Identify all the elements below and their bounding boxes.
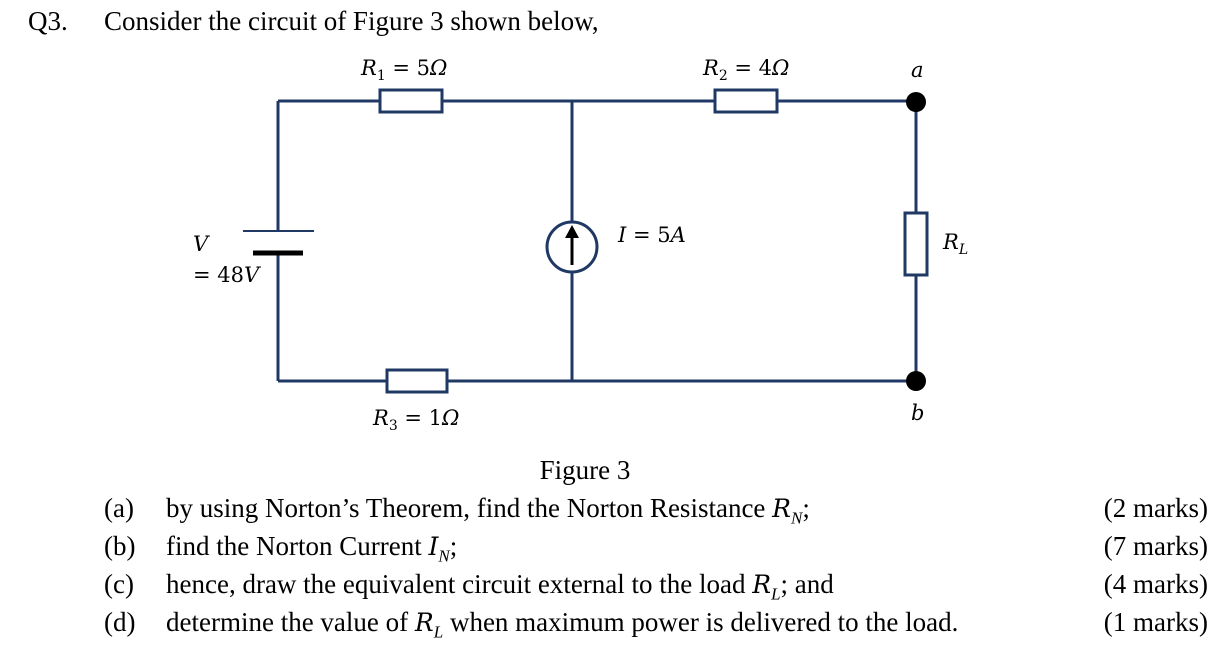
part-marks: (4 marks) <box>1103 569 1208 599</box>
question-intro: Consider the circuit of Figure 3 shown b… <box>104 6 599 36</box>
current-arrow-head <box>565 225 579 238</box>
question-part: (c) hence, draw the equivalent circuit ex… <box>0 569 1222 607</box>
rl-label: RL <box>943 230 969 259</box>
question-number: Q3. <box>28 6 68 36</box>
terminal-b-label: b <box>911 401 925 425</box>
part-text: hence, draw the equivalent circuit exter… <box>166 569 834 604</box>
part-marks: (2 marks) <box>1103 493 1208 523</box>
part-text: find the Norton Current IN; <box>166 531 458 566</box>
resistor-r2 <box>713 88 779 114</box>
r3-label: R3 = 1Ω <box>373 406 460 435</box>
current-source <box>545 220 599 274</box>
part-label: (c) <box>104 569 134 599</box>
resistor-r3 <box>385 368 449 394</box>
part-label: (a) <box>104 493 134 523</box>
part-marks: (7 marks) <box>1103 531 1208 561</box>
terminal-b-dot <box>906 371 926 391</box>
part-label: (d) <box>104 607 136 637</box>
resistor-rl <box>903 211 929 277</box>
part-text: determine the value of RL when maximum p… <box>166 607 959 642</box>
figure-caption: Figure 3 <box>539 455 631 485</box>
part-marks: (1 marks) <box>1103 607 1208 637</box>
terminal-a-label: a <box>911 58 924 82</box>
part-text: by using Norton’s Theorem, find the Nort… <box>166 493 810 528</box>
r1-label: R1 = 5Ω <box>361 56 448 85</box>
current-label: I = 5A <box>618 223 686 247</box>
question-part: (a) by using Norton’s Theorem, find the N… <box>0 493 1222 531</box>
source-label-v: V <box>193 232 209 256</box>
part-label: (b) <box>104 531 136 561</box>
source-label-value: = 48V <box>193 263 260 287</box>
r2-label: R2 = 4Ω <box>703 56 790 85</box>
question-part: (b) find the Norton Current IN; (7 marks) <box>0 531 1222 569</box>
resistor-r1 <box>378 88 444 114</box>
terminal-a-dot <box>906 92 926 112</box>
question-part: (d) determine the value of RL when maximu… <box>0 607 1222 645</box>
